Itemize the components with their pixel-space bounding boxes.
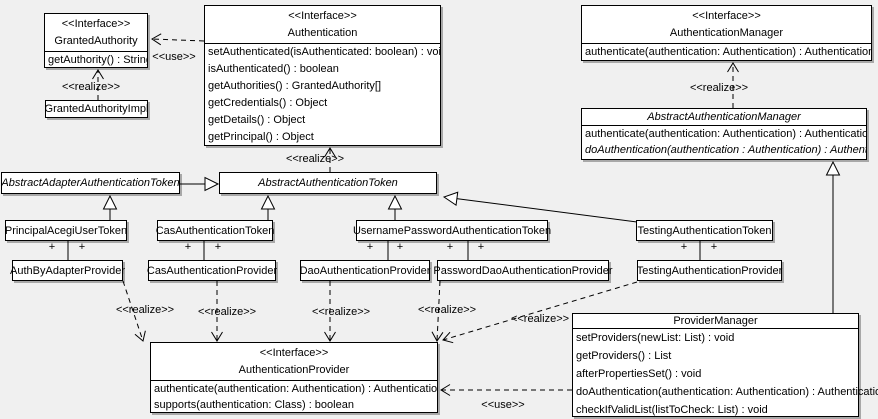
method: setAuthenticated(isAuthenticated: boolea…	[208, 46, 440, 58]
stereotype-label: <<Interface>>	[61, 18, 131, 30]
realize-label: <<realize>>	[417, 304, 477, 316]
class-name: DaoAuthenticationProvider	[299, 264, 431, 277]
method: supports(authentication: Class) : boolea…	[154, 399, 354, 411]
class-name: AuthenticationManager	[669, 27, 784, 39]
class-testing-authentication-token: TestingAuthenticationToken	[636, 220, 773, 241]
assoc-end-plus: +	[710, 241, 718, 253]
class-header: <<Interface>> AuthenticationManager	[582, 6, 871, 44]
method-list: setProviders(newList: List) : void getPro…	[573, 329, 878, 419]
class-name: CasAuthenticationToken	[155, 224, 275, 237]
class-name: AuthByAdapterProvider	[10, 264, 125, 277]
assoc-end-plus: +	[78, 241, 86, 253]
stereotype-label: <<Interface>>	[692, 10, 761, 22]
class-abstract-authentication-manager: AbstractAuthenticationManager authentica…	[581, 108, 867, 160]
method: getPrincipal() : Object	[208, 131, 314, 143]
method-list: authenticate(authentication: Authenticat…	[582, 126, 866, 158]
class-name: TestingAuthenticationToken	[637, 224, 772, 237]
class-name: UsernamePasswordAuthenticationToken	[352, 224, 552, 237]
method: authenticate(authentication: Authenticat…	[585, 128, 866, 140]
edge-use-authentication-grantedauthority	[151, 33, 205, 46]
assoc-end-plus: +	[446, 241, 454, 253]
class-name: GrantedAuthorityImpl	[44, 103, 149, 115]
class-abstract-adapter-authentication-token: AbstractAdapterAuthenticationToken	[1, 172, 180, 194]
method: getAuthority() : String	[48, 54, 147, 66]
class-header: <<Interface>> GrantedAuthority	[45, 14, 147, 52]
class-authentication-manager: <<Interface>> AuthenticationManager auth…	[581, 5, 872, 61]
class-name: AbstractAuthenticationManager	[582, 109, 866, 126]
class-name: Authentication	[287, 27, 358, 39]
class-name: TestingAuthenticationProvider	[636, 264, 783, 277]
method: authenticate(authentication: Authenticat…	[154, 383, 437, 395]
class-password-dao-authentication-provider: PasswordDaoAuthenticationProvider	[433, 260, 613, 281]
class-cas-authentication-provider: CasAuthenticationProvider	[146, 260, 278, 281]
method: doAuthentication(authentication: Authent…	[576, 386, 878, 398]
method-list: getAuthority() : String	[45, 52, 147, 69]
class-authentication: <<Interface>> Authentication setAuthenti…	[204, 5, 441, 146]
method: authenticate(authentication: Authenticat…	[585, 46, 871, 58]
method: setProviders(newList: List) : void	[576, 332, 735, 344]
class-auth-by-adapter-provider: AuthByAdapterProvider	[10, 260, 125, 281]
assoc-end-plus: +	[396, 241, 404, 253]
class-name: AbstractAdapterAuthenticationToken	[1, 177, 180, 189]
use-label: <<use>>	[152, 51, 196, 63]
stereotype-label: <<Interface>>	[288, 10, 357, 22]
class-name: PasswordDaoAuthenticationProvider	[433, 264, 613, 277]
class-cas-authentication-token: CasAuthenticationToken	[155, 220, 275, 241]
assoc-end-plus: +	[680, 241, 688, 253]
method-list: authenticate(authentication: Authenticat…	[582, 44, 871, 61]
class-name: ProviderManager	[573, 314, 858, 329]
realize-label: <<realize>>	[510, 313, 570, 325]
method: afterPropertiesSet() : void	[576, 368, 702, 380]
method-list: authenticate(authentication: Authenticat…	[151, 381, 437, 413]
method: doAuthentication(authentication : Authen…	[585, 144, 866, 156]
method: getDetails() : Object	[208, 114, 306, 126]
realize-label: <<realize>>	[61, 81, 121, 93]
realize-label: <<realize>>	[197, 306, 257, 318]
class-testing-authentication-provider: TestingAuthenticationProvider	[637, 260, 782, 281]
method: checkIfValidList(listToCheck: List) : vo…	[576, 404, 768, 416]
class-header: <<Interface>> AuthenticationProvider	[151, 343, 437, 381]
method: getProviders() : List	[576, 350, 672, 362]
class-username-password-authentication-token: UsernamePasswordAuthenticationToken	[352, 220, 552, 241]
realize-label: <<realize>>	[285, 153, 345, 165]
assoc-end-plus: +	[48, 241, 56, 253]
assoc-end-plus: +	[214, 241, 222, 253]
class-header: <<Interface>> Authentication	[205, 6, 440, 44]
edge-generalization-testingtoken	[442, 191, 638, 223]
realize-label: <<realize>>	[689, 82, 749, 94]
method-list: setAuthenticated(isAuthenticated: boolea…	[205, 44, 440, 146]
class-authentication-provider: <<Interface>> AuthenticationProvider aut…	[150, 342, 438, 413]
realize-label: <<realize>>	[311, 306, 371, 318]
class-dao-authentication-provider: DaoAuthenticationProvider	[300, 260, 430, 281]
assoc-end-plus: +	[477, 241, 485, 253]
method: getCredentials() : Object	[208, 97, 328, 109]
class-name: CasAuthenticationProvider	[146, 264, 278, 277]
class-name: AbstractAuthenticationToken	[258, 177, 398, 189]
stereotype-label: <<Interface>>	[259, 347, 329, 359]
class-name: PrincipalAcegiUserToken	[4, 224, 128, 237]
use-label: <<use>>	[481, 399, 525, 411]
class-name: GrantedAuthority	[54, 35, 138, 47]
method: isAuthenticated() : boolean	[208, 63, 339, 75]
class-principal-acegi-user-token: PrincipalAcegiUserToken	[5, 220, 127, 241]
method: getAuthorities() : GrantedAuthority[]	[208, 80, 382, 92]
class-provider-manager: ProviderManager setProviders(newList: Li…	[572, 313, 878, 419]
class-granted-authority: <<Interface>> GrantedAuthority getAuthor…	[44, 13, 148, 68]
class-granted-authority-impl: GrantedAuthorityImpl	[45, 100, 148, 118]
class-name: AuthenticationProvider	[238, 364, 350, 376]
assoc-end-plus: +	[184, 241, 192, 253]
class-abstract-authentication-token: AbstractAuthenticationToken	[219, 172, 437, 194]
assoc-end-plus: +	[366, 241, 374, 253]
realize-label: <<realize>>	[115, 304, 175, 316]
